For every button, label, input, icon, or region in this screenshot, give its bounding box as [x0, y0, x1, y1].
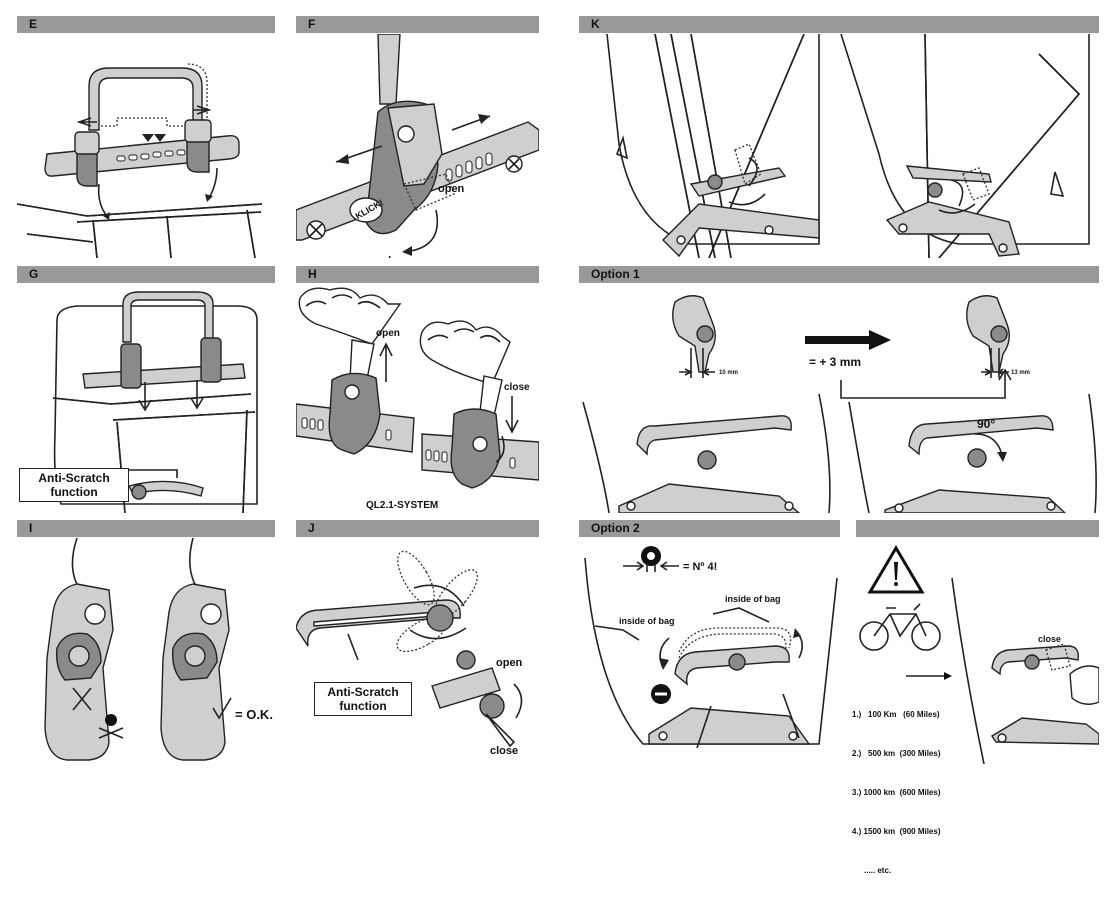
schedule-row-5: ..... etc. — [864, 866, 892, 875]
maintenance-schedule: 1.) 100 Km (60 Miles) 2.) 500 km (300 Mi… — [852, 682, 941, 903]
panel-k: K — [579, 16, 1099, 258]
panel-label: H — [308, 267, 317, 281]
panel-h: H open close QL2.1-SYSTEM — [296, 266, 539, 513]
panel-maintenance: close 1.) 100 Km (60 Miles) 2.) 500 km (… — [852, 520, 1099, 875]
panel-label: F — [308, 17, 316, 31]
bicycle-icon — [859, 603, 941, 651]
panel-header: H — [296, 266, 539, 283]
hook-open-close-illustration: KLICK! open close — [296, 34, 539, 258]
panel-i: I = O.K. — [17, 520, 275, 764]
hand-open-close-illustration: open close — [296, 287, 539, 489]
washer-note: = Nº 4! — [683, 561, 717, 573]
panel-header: I — [17, 520, 275, 537]
panel-j: J open close Anti-Scratch function — [296, 520, 539, 764]
anti-scratch-label: Anti-Scratch function — [314, 682, 412, 716]
anti-scratch-line2: function — [50, 485, 98, 499]
panel-header: Option 2 — [579, 520, 840, 537]
panel-label: K — [591, 17, 600, 31]
bag-on-rack-illustration — [52, 291, 258, 513]
system-caption: QL2.1-SYSTEM — [366, 500, 439, 511]
measure-right: 13 mm — [1011, 370, 1030, 376]
rail-slots-right — [425, 449, 516, 469]
panel-header: J — [296, 520, 539, 537]
panel-label: G — [29, 267, 39, 281]
close-label: close — [490, 745, 518, 757]
open-label: open — [376, 328, 400, 339]
schedule-row-1: 1.) 100 Km (60 Miles) — [852, 710, 940, 719]
panel-header: Option 1 — [579, 266, 1099, 283]
panel-e: E — [17, 16, 275, 258]
panel-header: K — [579, 16, 1099, 33]
open-label: open — [438, 183, 465, 195]
anti-scratch-adjust-illustration: open close — [296, 550, 523, 757]
panel-header: E — [17, 16, 275, 33]
panel-option-1: Option 1 10 mm = + 3 mm 13 mm 90° — [579, 266, 1099, 513]
anti-scratch-line1: Anti-Scratch — [327, 685, 399, 699]
hook-spacing-illustration: 10 mm = + 3 mm 13 mm 90° — [582, 295, 1097, 513]
close-label: close — [1038, 634, 1061, 644]
correct-hook-insertion-illustration: = O.K. — [44, 538, 273, 761]
panel-label: I — [29, 521, 33, 535]
close-label: close — [504, 382, 530, 393]
panel-header: G — [17, 266, 275, 283]
panel-label: E — [29, 17, 38, 31]
delta-label: = + 3 mm — [809, 355, 861, 369]
schedule-row-3: 3.) 1000 km (600 Miles) — [852, 788, 941, 797]
close-label: close — [382, 255, 410, 258]
panel-g: G Anti-Scratch function — [17, 266, 275, 513]
angle-label: 90° — [977, 417, 995, 431]
periodic-check-illustration: close — [859, 545, 1099, 764]
schedule-row-2: 2.) 500 km (300 Miles) — [852, 749, 941, 758]
open-label: open — [496, 657, 523, 669]
panel-f: F KLICK! open close — [296, 16, 539, 258]
lower-hook-adjust-illustration — [606, 34, 1090, 258]
ok-label: = O.K. — [235, 707, 273, 722]
panel-label: J — [308, 521, 315, 535]
rail-slots-left — [301, 417, 392, 441]
mounting-rail-illustration — [17, 63, 263, 258]
flip-anti-scratch-illustration: = Nº 4! inside of bag inside of bag — [584, 546, 838, 749]
inside-of-bag-right: inside of bag — [725, 594, 781, 604]
panel-option-2: Option 2 = Nº 4! inside of bag inside of… — [579, 520, 840, 764]
schedule-row-4: 4.) 1500 km (900 Miles) — [852, 827, 941, 836]
panel-label: Option 1 — [591, 267, 640, 281]
panel-header — [856, 520, 1099, 537]
measure-left: 10 mm — [719, 370, 738, 376]
panel-header: F — [296, 16, 539, 33]
anti-scratch-line1: Anti-Scratch — [38, 471, 110, 485]
rail-holes — [116, 148, 198, 162]
panel-label: Option 2 — [591, 521, 640, 535]
anti-scratch-label: Anti-Scratch function — [19, 468, 129, 502]
anti-scratch-line2: function — [339, 699, 387, 713]
inside-of-bag-left: inside of bag — [619, 616, 675, 626]
